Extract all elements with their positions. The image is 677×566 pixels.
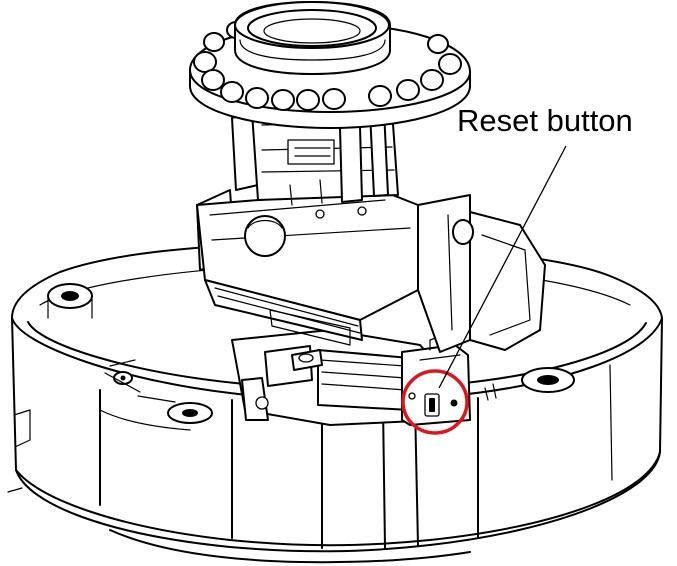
- lens-module: [231, 109, 399, 206]
- screw-hole-right: [521, 367, 575, 393]
- ir-led: [193, 21, 462, 111]
- screw-small-left: [104, 359, 176, 403]
- lens-front: [234, 1, 391, 75]
- reset-button-label: Reset button: [457, 103, 633, 138]
- screw-hole-left: [47, 283, 93, 319]
- reset-button-highlight-circle: [401, 369, 469, 435]
- reset-button-module: [401, 335, 497, 426]
- callout-leader-line: [438, 145, 567, 389]
- screw-hole-front: [167, 402, 213, 424]
- pan-tilt-bracket: [196, 189, 546, 353]
